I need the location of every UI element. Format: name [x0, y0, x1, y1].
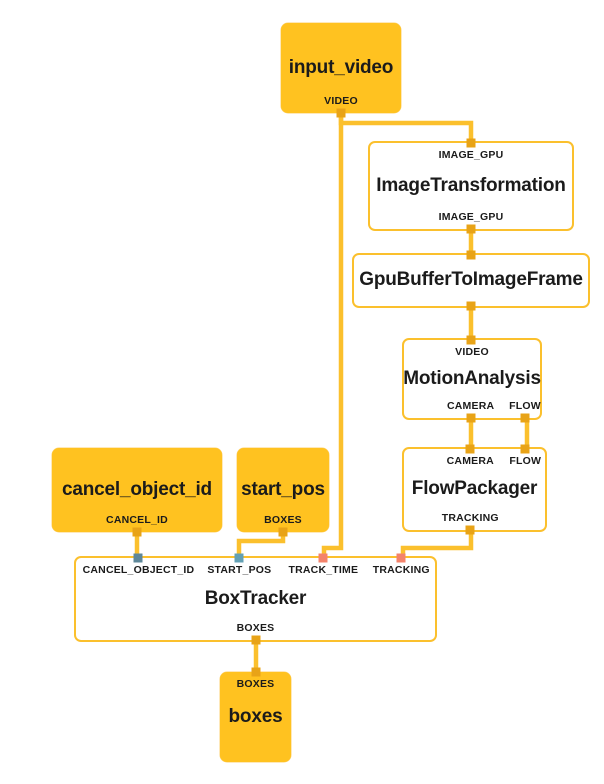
node-title: FlowPackager [411, 478, 538, 500]
port-flow-in[interactable] [520, 444, 530, 454]
port-boxes-out[interactable] [251, 635, 260, 645]
port-camera-out[interactable] [466, 413, 476, 423]
port-label-boxes-in: BOXES [236, 678, 275, 690]
node-title: GpuBufferToImageFrame [359, 269, 583, 291]
port-camera-in[interactable] [465, 444, 475, 454]
node-start_pos[interactable]: start_pos BOXES [237, 448, 329, 537]
node-boxes[interactable]: boxes BOXES [220, 667, 291, 762]
port-flow-out[interactable] [520, 413, 530, 423]
edge-start_pos-to-boxtracker [236, 532, 286, 556]
port-label-cancel_id-out: CANCEL_ID [106, 514, 168, 526]
port-label-tracking-out: TRACKING [441, 512, 499, 524]
node-gpu_buffer_to_image_frame[interactable]: GpuBufferToImageFrame [352, 250, 590, 311]
port-tracking-out[interactable] [465, 525, 475, 535]
port-label-image_gpu-in: IMAGE_GPU [438, 149, 504, 161]
port-cancel_object_id-in[interactable] [133, 553, 143, 563]
port-label-track_time-in: TRACK_TIME [288, 564, 359, 576]
port-track_time-in[interactable] [318, 553, 328, 563]
node-cancel_object_id[interactable]: cancel_object_id CANCEL_ID [52, 448, 222, 537]
node-title: start_pos [241, 478, 325, 500]
port-label-flow-in: FLOW [509, 455, 542, 467]
port-label-video-in: VIDEO [455, 346, 489, 358]
node-image_transformation[interactable]: ImageTransformation IMAGE_GPU IMAGE_GPU [368, 138, 574, 234]
node-motion_analysis[interactable]: MotionAnalysis VIDEO CAMERA FLOW [402, 335, 542, 423]
node-flow_packager[interactable]: FlowPackager CAMERA FLOW TRACKING [402, 444, 547, 535]
port-video-out[interactable] [336, 108, 346, 118]
port-label-boxes-out: BOXES [236, 622, 275, 634]
port-label-tracking-in: TRACKING [372, 564, 430, 576]
port-boxes-out[interactable] [278, 527, 288, 537]
port-label-boxes-out: BOXES [264, 514, 302, 526]
port-image_gpu-in[interactable] [466, 138, 476, 148]
port-cancel_id-out[interactable] [132, 527, 142, 537]
port-label-cancel_object_id-in: CANCEL_OBJECT_ID [82, 564, 195, 576]
node-input_video[interactable]: input_video VIDEO [281, 23, 401, 118]
port-tracking-in[interactable] [396, 553, 406, 563]
port-video-in[interactable] [466, 335, 476, 345]
edge-input_video-to-imagetransformation [338, 113, 474, 141]
node-title: MotionAnalysis [403, 367, 541, 389]
port-label-flow-out: FLOW [509, 400, 541, 412]
node-title: ImageTransformation [376, 174, 566, 196]
port-boxes-in[interactable] [251, 667, 260, 677]
node-title: cancel_object_id [62, 478, 212, 500]
port-label-video-out: VIDEO [324, 95, 358, 107]
port-label-camera-out: CAMERA [446, 400, 495, 412]
port-gpubuffer-in[interactable] [466, 250, 476, 260]
edge-flowpackager-to-boxtracker [400, 532, 474, 556]
node-title: BoxTracker [204, 587, 307, 609]
node-title: input_video [288, 56, 394, 78]
node-box_tracker[interactable]: BoxTracker CANCEL_OBJECT_ID START_POS TR… [74, 553, 437, 645]
node-title: boxes [228, 705, 283, 727]
port-label-start_pos-in: START_POS [207, 564, 272, 576]
port-start_pos-in[interactable] [234, 553, 244, 563]
port-label-image_gpu-out: IMAGE_GPU [438, 211, 504, 223]
port-label-camera-in: CAMERA [446, 455, 494, 467]
port-image_gpu-out[interactable] [466, 224, 476, 234]
port-gpubuffer-out[interactable] [466, 301, 476, 311]
